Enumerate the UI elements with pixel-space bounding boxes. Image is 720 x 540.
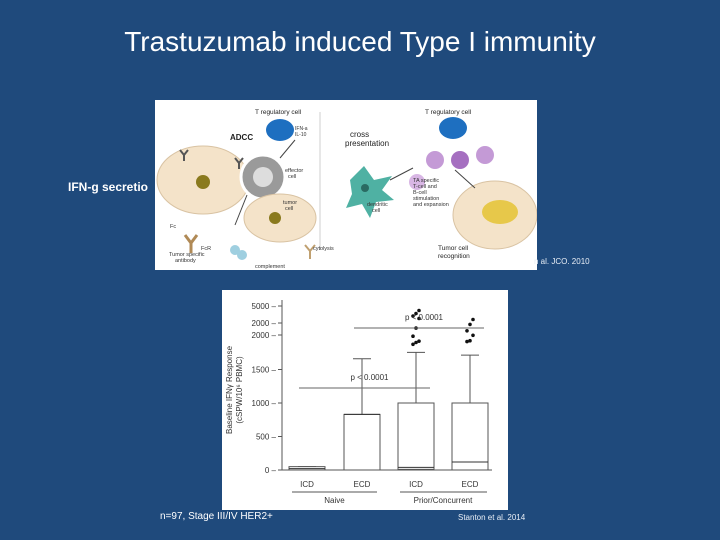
ta-cell-4 [409, 174, 425, 190]
antibody-icon [183, 234, 199, 253]
outlier-point [468, 322, 472, 327]
arrow-4 [454, 169, 476, 189]
ta-cell-2 [451, 151, 469, 169]
outlier-point [471, 333, 475, 338]
box-rect [397, 402, 435, 470]
label-adcc: ADCC [230, 133, 253, 142]
label-fcr: FcR [201, 246, 211, 252]
y-tick-label: 500 – [256, 433, 277, 442]
treg-cell-right [439, 117, 467, 139]
antibody-small-icon [304, 244, 316, 259]
effector-nucleus [253, 167, 273, 187]
y-tick-label: 0 – [265, 466, 277, 475]
annotations-group: p < 0.0001 p < 0.0001 [299, 313, 484, 389]
x-category-label: ECD [462, 480, 479, 489]
y-tick-label: 5000 – [252, 302, 277, 311]
complement-icon [230, 245, 240, 255]
x-category-label: ICD [409, 480, 423, 489]
outlier-point [411, 314, 415, 318]
p-value-label: p < 0.0001 [405, 313, 444, 322]
outlier-point [468, 338, 472, 343]
tumor-nucleus-left [196, 175, 210, 189]
y-axis-label: (cSPW/10⁶ PBMC) [235, 356, 244, 424]
y-tick-label: 1000 – [252, 399, 277, 408]
tumor-nucleus-right [482, 200, 518, 224]
y-tick-label: 2000 – [252, 331, 277, 340]
ta-cell-1 [426, 151, 444, 169]
box-plot-panel: Baseline IFNγ Response(cSPW/10⁶ PBMC) 0 … [222, 290, 508, 510]
label-treg-right: T regulatory cell [425, 109, 472, 116]
y-axis-label-group: Baseline IFNγ Response(cSPW/10⁶ PBMC) [225, 345, 244, 434]
x-labels-group: ICD ECD ICD ECD Naive Prior/Concurrent [292, 480, 487, 505]
citation-top: n al. JCO. 2010 [534, 257, 590, 266]
x-category-label: ECD [354, 480, 371, 489]
treg-cell-left [266, 119, 294, 141]
y-tick-label: 2000 – [252, 319, 277, 328]
complement-icon-2 [237, 250, 247, 260]
outlier-point [414, 311, 418, 316]
arrow-3 [389, 167, 414, 181]
outlier-point [471, 317, 475, 322]
outlier-point [465, 339, 469, 344]
y-axis-label: Baseline IFNγ Response [225, 345, 234, 434]
outlier-point [417, 339, 421, 343]
slide-title: Trastuzumab induced Type I immunity [124, 26, 596, 57]
outlier-point [417, 308, 421, 313]
outlier-point [411, 334, 415, 338]
x-group-label: Naive [324, 496, 345, 505]
outlier-point [417, 316, 421, 321]
ta-cell-3 [476, 146, 494, 164]
tumor-nucleus-mid [269, 212, 281, 224]
x-category-label: ICD [300, 480, 314, 489]
box-plot: Baseline IFNγ Response(cSPW/10⁶ PBMC) 0 … [225, 300, 492, 505]
outlier-point [414, 340, 418, 345]
label-cytolysis: cytolysis [313, 246, 334, 252]
x-group-label: Prior/Concurrent [414, 496, 473, 505]
boxes-group [288, 351, 489, 471]
outliers-group [411, 308, 475, 347]
arrow-1 [234, 194, 248, 226]
dendritic-nucleus [361, 184, 369, 192]
ifn-secretion-label: IFN-g secretio [68, 180, 149, 194]
antibody-small-icon-2 [234, 157, 244, 169]
label-fc: Fc [170, 224, 176, 230]
outlier-point [465, 329, 469, 333]
box-rect [451, 402, 489, 471]
y-tick-label: 1500 – [252, 366, 277, 375]
p-value-label: p < 0.0001 [350, 373, 389, 382]
box-rect [343, 413, 381, 471]
label-complement: complement [255, 264, 285, 270]
antibody-small-icon-3 [179, 149, 189, 161]
citation-bottom: Stanton et al. 2014 [458, 513, 526, 522]
outlier-point [411, 342, 415, 347]
label-treg-left: T regulatory cell [255, 109, 302, 116]
arrow-2 [279, 139, 296, 159]
dendritic-cell [346, 166, 394, 218]
footnote: n=97, Stage III/IV HER2+ [160, 511, 273, 522]
